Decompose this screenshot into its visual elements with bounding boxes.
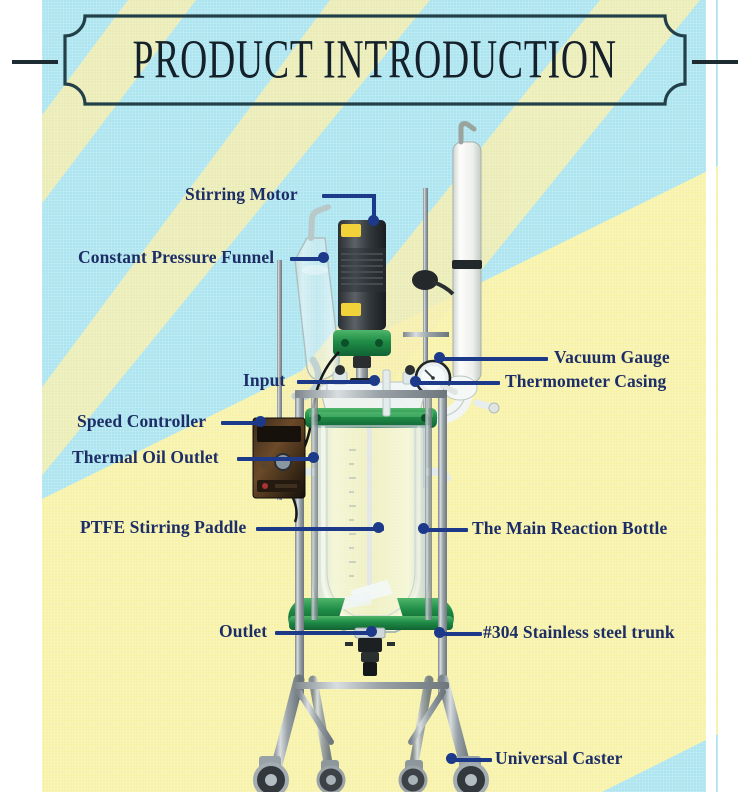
left-margin	[0, 0, 32, 792]
leader-constant-pressure-funnel	[290, 257, 324, 261]
page-title: PRODUCT INTRODUCTION	[132, 29, 618, 91]
page-title-container: PRODUCT INTRODUCTION	[12, 14, 738, 106]
leader-vacuum-gauge	[440, 357, 548, 361]
title-rule-left	[12, 60, 59, 64]
dot-stirring-motor	[368, 215, 379, 226]
dot-stainless-steel-trunk	[434, 627, 445, 638]
vacuum-gauge	[414, 359, 458, 397]
title-frame	[63, 14, 687, 106]
leader-main-reaction-bottle	[424, 528, 468, 532]
leader-input	[297, 380, 375, 384]
label-vacuum-gauge: Vacuum Gauge	[554, 347, 670, 367]
leader-speed-controller	[221, 421, 263, 425]
label-ptfe-stirring-paddle: PTFE Stirring Paddle	[80, 517, 247, 537]
right-white-stripe	[706, 0, 716, 792]
leader-stainless-steel-trunk	[440, 632, 482, 636]
label-stainless-steel-trunk: #304 Stainless steel trunk	[483, 622, 675, 642]
dot-main-reaction-bottle	[418, 523, 429, 534]
label-constant-pressure-funnel: Constant Pressure Funnel	[78, 247, 275, 267]
dot-speed-controller	[255, 416, 266, 427]
leader-stirring-motor	[322, 194, 376, 198]
label-input: Input	[243, 370, 286, 390]
leader-outlet	[275, 631, 373, 635]
stirring-motor	[333, 220, 391, 390]
speed-controller	[252, 417, 306, 523]
title-rule-right	[691, 60, 738, 64]
leader-ptfe-stirring-paddle	[256, 527, 384, 531]
dot-thermal-oil-outlet	[308, 452, 319, 463]
dot-vacuum-gauge	[434, 352, 445, 363]
label-main-reaction-bottle: The Main Reaction Bottle	[472, 518, 668, 538]
leader-universal-caster	[452, 758, 492, 762]
leader-stirring-motor-vertical	[372, 194, 376, 221]
right-margin	[718, 0, 750, 792]
label-outlet: Outlet	[219, 621, 268, 641]
leader-thermal-oil-outlet	[237, 457, 315, 461]
constant-pressure-funnel	[291, 204, 340, 401]
label-universal-caster: Universal Caster	[495, 748, 623, 768]
left-white-stripe	[32, 0, 42, 792]
label-thermometer-casing: Thermometer Casing	[505, 371, 667, 391]
leader-thermometer-casing	[416, 381, 500, 385]
condenser-clamp	[412, 270, 455, 296]
dot-universal-caster	[446, 753, 457, 764]
dot-thermometer-casing	[410, 376, 421, 387]
dot-input	[369, 375, 380, 386]
label-thermal-oil-outlet: Thermal Oil Outlet	[72, 447, 219, 467]
dot-outlet	[366, 626, 377, 637]
dot-constant-pressure-funnel	[318, 252, 329, 263]
label-speed-controller: Speed Controller	[77, 411, 207, 431]
dot-ptfe-stirring-paddle	[373, 522, 384, 533]
label-stirring-motor: Stirring Motor	[185, 184, 298, 204]
stainless-steel-frame	[267, 390, 475, 786]
reactor-equipment	[253, 121, 500, 792]
